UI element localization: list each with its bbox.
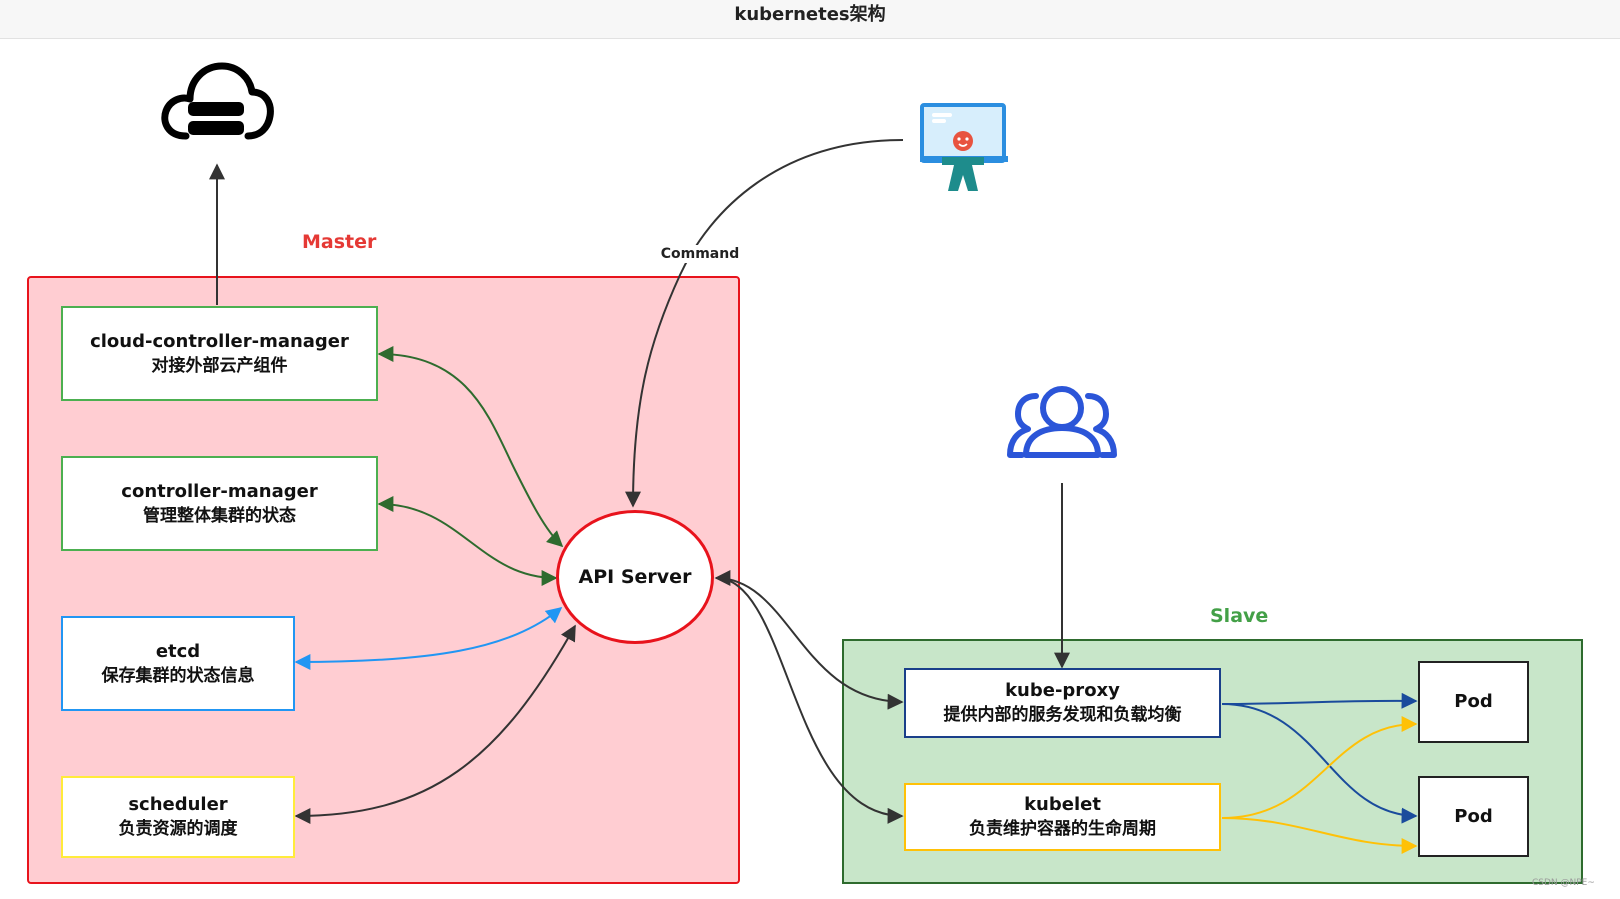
etcd-node: etcd 保存集群的状态信息 xyxy=(61,616,295,711)
slave-label: Slave xyxy=(1210,605,1269,627)
edge-proxy-pod1 xyxy=(1221,692,1418,709)
pod-node: Pod xyxy=(1418,776,1529,857)
node-name: Pod xyxy=(1454,691,1493,712)
edge-kubelet-pod1 xyxy=(1221,716,1418,819)
node-name: controller-manager xyxy=(121,480,318,502)
kube-proxy-node: kube-proxy 提供内部的服务发现和负载均衡 xyxy=(904,668,1221,738)
node-desc: 对接外部云产组件 xyxy=(151,355,288,376)
node-name: scheduler xyxy=(128,794,228,815)
node-name: cloud-controller-manager xyxy=(90,330,349,352)
edge-api-proxy xyxy=(714,570,904,710)
watermark: CSDN @NPE~ xyxy=(1532,878,1595,888)
node-desc: 提供内部的服务发现和负载均衡 xyxy=(943,705,1182,725)
node-desc: 负责资源的调度 xyxy=(118,819,238,839)
node-name: kubelet xyxy=(1024,794,1101,815)
command-label: Command xyxy=(654,245,746,263)
edge-kubelet-pod2 xyxy=(1221,817,1418,854)
scheduler-node: scheduler 负责资源的调度 xyxy=(61,776,295,858)
node-name: Pod xyxy=(1454,805,1493,827)
node-desc: 保存集群的状态信息 xyxy=(101,665,255,686)
node-name: kube-proxy xyxy=(1005,680,1120,701)
edge-proxy-pod2 xyxy=(1221,703,1418,824)
edge-scheduler-api xyxy=(294,624,576,824)
master-label: Master xyxy=(302,231,377,253)
edge-cm-api xyxy=(377,496,558,586)
users-group-icon xyxy=(1006,382,1118,464)
edge-api-kubelet xyxy=(715,577,904,824)
node-name: API Server xyxy=(578,566,692,588)
admin-computer-icon xyxy=(920,103,1008,199)
controller-manager-node: controller-manager 管理整体集群的状态 xyxy=(61,456,378,551)
cloud-server-icon xyxy=(158,58,276,148)
api-server-node: API Server xyxy=(556,510,714,644)
node-desc: 负责维护容器的生命周期 xyxy=(969,819,1156,839)
cloud-controller-manager-node: cloud-controller-manager 对接外部云产组件 xyxy=(61,306,378,401)
title-bar: kubernetes架构 xyxy=(0,0,1620,39)
page-title: kubernetes架构 xyxy=(734,4,886,25)
kubelet-node: kubelet 负责维护容器的生命周期 xyxy=(904,783,1221,851)
edge-command xyxy=(625,139,904,508)
node-desc: 管理整体集群的状态 xyxy=(143,505,296,526)
node-name: etcd xyxy=(155,640,201,662)
pod-node: Pod xyxy=(1418,661,1529,743)
